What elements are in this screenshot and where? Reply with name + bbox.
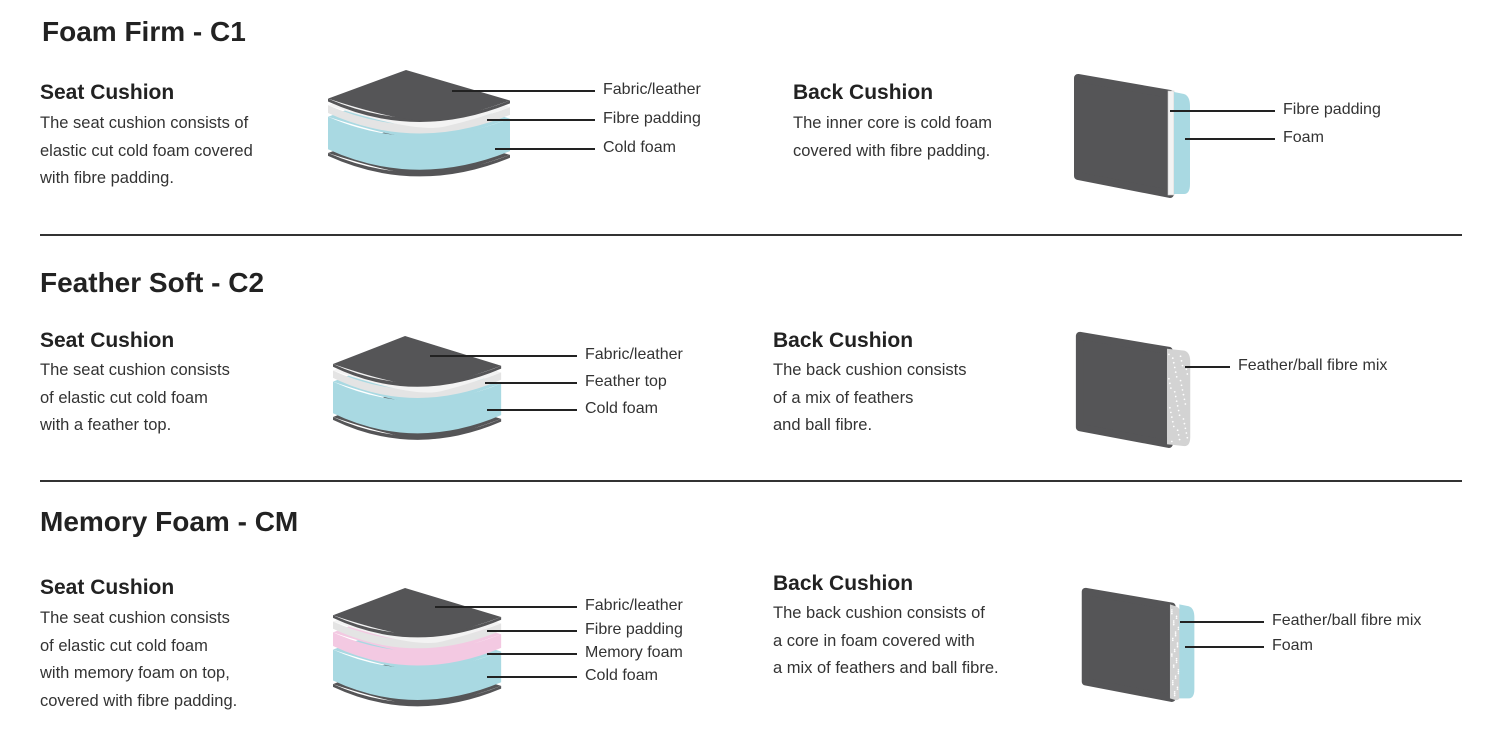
section-title: Foam Firm - C1 [42,16,246,47]
seat-cushion-heading: Seat Cushion [40,329,175,352]
padding-layer [1167,90,1175,196]
back-leader-line [1185,138,1275,140]
back-cushion-heading: Back Cushion [773,572,914,595]
back-cushion-description-line: The back cushion consists [773,361,967,379]
back-cushion-illustration [1074,74,1190,198]
seat-leader-line [495,148,595,150]
back-layer-label: Fibre padding [1283,101,1381,118]
seat-cushion-description-line: The seat cushion consists of [40,114,249,132]
back-leader-line [1185,366,1230,368]
foam-layer [1174,92,1190,194]
seat-layer-label: Fibre padding [585,621,683,638]
feather-layer [1166,348,1191,447]
seat-cushion-description-line: The seat cushion consists [40,361,230,379]
layer-fabric [333,336,502,387]
back-leader-line [1185,646,1264,648]
section-title: Feather Soft - C2 [40,267,265,298]
back-layer-label: Foam [1272,637,1313,654]
seat-leader-line [487,676,577,678]
section-divider [40,234,1462,236]
back-cushion-heading: Back Cushion [793,81,934,104]
seat-layer-label: Feather top [585,373,667,390]
back-layer-label: Foam [1283,129,1324,146]
seat-layer-label: Cold foam [585,667,658,684]
seat-cushion-layers-illustration [333,588,502,707]
seat-layer-label: Fabric/leather [585,597,683,614]
seat-layer-label: Fabric/leather [603,81,701,98]
back-cushion-illustration [1075,331,1191,448]
seat-cushion-description-line: with fibre padding. [40,169,174,187]
seat-cushion-layers-illustration [333,336,502,440]
back-cushion-description-line: a mix of feathers and ball fibre. [773,659,999,677]
seat-cushion-heading: Seat Cushion [40,576,175,599]
feather-layer [1169,604,1182,701]
back-leader-line [1180,621,1264,623]
seat-layer-label: Fibre padding [603,110,701,127]
seat-leader-line [435,606,577,608]
layer-fabric [333,588,502,638]
back-leader-line [1170,110,1275,112]
back-layer-label: Feather/ball fibre mix [1272,612,1422,629]
seat-cushion-description-line: with memory foam on top, [40,664,230,682]
seat-cushion-layers-illustration [328,70,510,177]
seat-layer-label: Cold foam [585,400,658,417]
seat-cushion-heading: Seat Cushion [40,81,175,104]
seat-layer-label: Cold foam [603,139,676,156]
seat-leader-line [485,382,577,384]
back-cushion-description-line: The inner core is cold foam [793,114,993,132]
seat-leader-line [487,409,577,411]
seat-leader-line [487,119,595,121]
seat-cushion-description-line: covered with fibre padding. [40,691,238,710]
seat-leader-line [487,653,577,655]
back-cushion-description-line: The back cushion consists of [773,604,985,622]
seat-leader-line [430,355,577,357]
seat-leader-line [487,630,577,632]
seat-cushion-description-line: with a feather top. [40,416,172,434]
back-cushion-body [1074,74,1174,198]
layer-fabric [328,70,510,123]
seat-cushion-description-line: The seat cushion consists [40,609,230,627]
section-title: Memory Foam - CM [40,506,299,537]
back-cushion-description-line: and ball fibre. [773,416,873,434]
seat-layer-label: Fabric/leather [585,346,683,363]
seat-leader-line [452,90,595,92]
foam-layer [1179,604,1195,699]
seat-cushion-description-line: elastic cut cold foam covered [40,141,253,160]
seat-layer-label: Memory foam [585,644,683,661]
back-cushion-description-line: of a mix of feathers [773,388,914,407]
seat-cushion-description-line: of elastic cut cold foam [40,388,208,407]
section-divider [40,480,1462,482]
back-cushion-body [1081,587,1176,702]
back-cushion-description-line: covered with fibre padding. [793,141,991,160]
back-layer-label: Feather/ball fibre mix [1238,357,1388,374]
back-cushion-illustration [1081,587,1195,702]
seat-cushion-description-line: of elastic cut cold foam [40,636,208,655]
back-cushion-description-line: a core in foam covered with [773,631,975,650]
back-cushion-body [1075,331,1173,448]
back-cushion-heading: Back Cushion [773,329,914,352]
